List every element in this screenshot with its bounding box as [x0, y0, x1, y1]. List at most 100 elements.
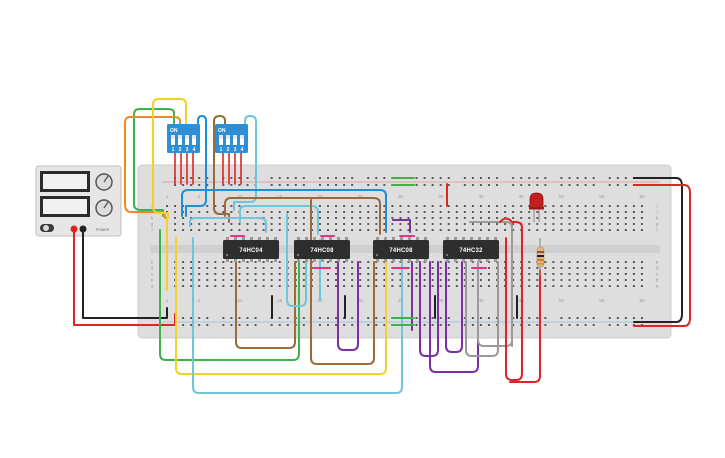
breadboard-hole[interactable]	[367, 279, 370, 281]
breadboard-hole[interactable]	[423, 273, 426, 275]
breadboard-hole[interactable]	[463, 205, 466, 207]
dip-toggle[interactable]	[171, 135, 175, 145]
rail-hole[interactable]	[479, 324, 482, 326]
breadboard-hole[interactable]	[278, 217, 281, 219]
breadboard-hole[interactable]	[479, 273, 482, 275]
breadboard-hole[interactable]	[206, 279, 209, 281]
breadboard-hole[interactable]	[383, 273, 386, 275]
breadboard-hole[interactable]	[624, 217, 627, 219]
breadboard-hole[interactable]	[230, 285, 233, 287]
breadboard-hole[interactable]	[552, 217, 555, 219]
breadboard-hole[interactable]	[359, 261, 362, 263]
breadboard-hole[interactable]	[343, 261, 346, 263]
breadboard-hole[interactable]	[479, 217, 482, 219]
rail-hole[interactable]	[463, 324, 466, 326]
breadboard-hole[interactable]	[447, 205, 450, 207]
breadboard-hole[interactable]	[318, 211, 321, 213]
breadboard-hole[interactable]	[351, 223, 354, 225]
wire-gray-2[interactable]	[477, 261, 513, 347]
breadboard-hole[interactable]	[399, 217, 402, 219]
breadboard-hole[interactable]	[222, 273, 225, 275]
breadboard-hole[interactable]	[214, 267, 217, 269]
breadboard-hole[interactable]	[383, 205, 386, 207]
breadboard-hole[interactable]	[560, 211, 563, 213]
wire-brown-dip[interactable]	[213, 115, 230, 223]
breadboard-hole[interactable]	[359, 229, 362, 231]
breadboard-hole[interactable]	[463, 211, 466, 213]
breadboard-hole[interactable]	[182, 211, 185, 213]
breadboard-hole[interactable]	[439, 229, 442, 231]
breadboard-hole[interactable]	[544, 205, 547, 207]
breadboard-hole[interactable]	[367, 273, 370, 275]
breadboard-hole[interactable]	[624, 205, 627, 207]
breadboard-hole[interactable]	[278, 211, 281, 213]
breadboard-hole[interactable]	[222, 223, 225, 225]
breadboard-hole[interactable]	[439, 217, 442, 219]
breadboard-hole[interactable]	[278, 229, 281, 231]
breadboard-hole[interactable]	[455, 279, 458, 281]
breadboard-hole[interactable]	[270, 217, 273, 219]
rail-hole[interactable]	[471, 184, 474, 186]
breadboard-hole[interactable]	[624, 279, 627, 281]
breadboard-hole[interactable]	[608, 279, 611, 281]
rail-hole[interactable]	[198, 184, 201, 186]
breadboard-hole[interactable]	[327, 279, 329, 281]
breadboard-hole[interactable]	[584, 267, 587, 269]
breadboard-hole[interactable]	[520, 211, 523, 213]
breadboard-hole[interactable]	[463, 267, 466, 269]
breadboard-hole[interactable]	[214, 205, 217, 207]
rail-hole[interactable]	[576, 317, 579, 319]
breadboard-hole[interactable]	[576, 267, 579, 269]
breadboard-hole[interactable]	[600, 217, 603, 219]
wire-cyan-bottom[interactable]	[192, 237, 403, 394]
breadboard-hole[interactable]	[383, 223, 386, 225]
breadboard-hole[interactable]	[560, 205, 563, 207]
breadboard-hole[interactable]	[359, 285, 362, 287]
breadboard-hole[interactable]	[351, 205, 354, 207]
breadboard-hole[interactable]	[335, 261, 338, 263]
breadboard-hole[interactable]	[592, 267, 595, 269]
breadboard-hole[interactable]	[431, 261, 434, 263]
breadboard-hole[interactable]	[632, 267, 635, 269]
breadboard-hole[interactable]	[222, 267, 225, 269]
breadboard-hole[interactable]	[616, 217, 619, 219]
wire-green-bottom[interactable]	[159, 229, 300, 361]
breadboard-hole[interactable]	[608, 217, 611, 219]
breadboard-hole[interactable]	[246, 223, 249, 225]
rail-hole[interactable]	[206, 317, 209, 319]
rail-hole[interactable]	[415, 177, 418, 179]
breadboard-hole[interactable]	[463, 285, 466, 287]
breadboard-hole[interactable]	[471, 211, 474, 213]
rail-hole[interactable]	[318, 184, 321, 186]
breadboard-hole[interactable]	[222, 279, 225, 281]
breadboard-hole[interactable]	[302, 279, 305, 281]
rail-hole[interactable]	[536, 324, 539, 326]
breadboard-hole[interactable]	[415, 285, 418, 287]
breadboard-hole[interactable]	[455, 267, 458, 269]
breadboard-hole[interactable]	[174, 229, 177, 231]
breadboard-hole[interactable]	[471, 217, 474, 219]
breadboard-hole[interactable]	[343, 273, 346, 275]
breadboard-hole[interactable]	[616, 267, 619, 269]
rail-hole[interactable]	[238, 177, 241, 179]
breadboard-hole[interactable]	[214, 223, 217, 225]
breadboard-hole[interactable]	[407, 229, 410, 231]
breadboard-hole[interactable]	[536, 229, 539, 231]
breadboard-hole[interactable]	[439, 205, 442, 207]
breadboard-hole[interactable]	[367, 285, 370, 287]
breadboard-hole[interactable]	[383, 229, 386, 231]
breadboard-hole[interactable]	[536, 217, 539, 219]
rail-hole[interactable]	[616, 184, 619, 186]
breadboard-hole[interactable]	[592, 217, 595, 219]
rail-hole[interactable]	[335, 324, 338, 326]
wire-purple-top[interactable]	[392, 219, 411, 233]
breadboard-hole[interactable]	[182, 273, 185, 275]
rail-hole[interactable]	[190, 317, 193, 319]
breadboard-hole[interactable]	[608, 211, 611, 213]
rail-hole[interactable]	[576, 324, 579, 326]
breadboard-hole[interactable]	[624, 267, 627, 269]
breadboard-hole[interactable]	[592, 229, 595, 231]
breadboard-hole[interactable]	[471, 205, 474, 207]
breadboard-hole[interactable]	[399, 223, 402, 225]
